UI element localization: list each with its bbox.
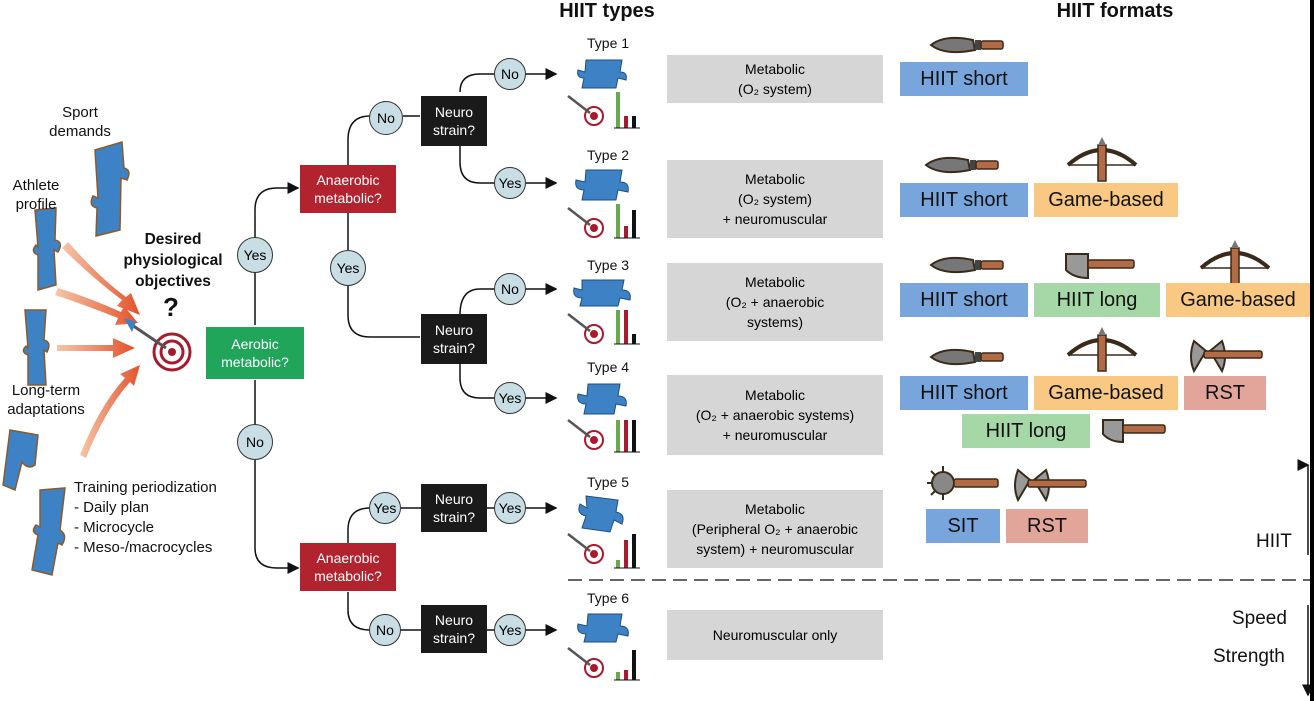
format-hiit-short: HIIT short — [900, 376, 1028, 410]
bar-chart-icon — [614, 534, 640, 569]
format-game-based: Game-based — [1034, 376, 1178, 410]
type-2-description: Metabolic (O₂ system) + neuromuscular — [667, 160, 883, 238]
arrow-icon — [55, 242, 140, 458]
bar-chart-icon — [614, 420, 640, 453]
yes-node: Yes — [494, 614, 526, 646]
puzzle-icon — [2, 141, 130, 576]
dart-target-icon — [567, 313, 604, 344]
periodization-item: - Microcycle — [74, 519, 155, 536]
anaerobic-decision-top: Anaerobic metabolic? — [300, 165, 396, 213]
dart-target-icon — [567, 207, 604, 238]
format-rst: RST — [1006, 509, 1088, 543]
format-hiit-short: HIIT short — [900, 62, 1028, 96]
dart-target-icon — [567, 647, 604, 678]
type-label: Type 6 — [587, 590, 630, 606]
knife-icon — [929, 36, 1004, 54]
bar-chart-icon — [614, 310, 640, 345]
dart-target-icon — [567, 95, 604, 126]
anaerobic-decision-bottom: Anaerobic metabolic? — [300, 543, 396, 591]
no-node: No — [369, 614, 401, 646]
periodization-item: - Daily plan — [74, 499, 150, 516]
double-axe-icon — [1014, 468, 1087, 503]
periodization-list: Training periodization - Daily plan - Mi… — [74, 478, 244, 558]
axis-strength-label: Strength — [1213, 646, 1285, 667]
format-hiit-long: HIIT long — [1034, 283, 1160, 317]
axe-icon — [1102, 419, 1166, 444]
no-node: No — [494, 273, 526, 305]
bar-chart-icon — [614, 92, 640, 129]
type-5-icons — [567, 495, 640, 569]
type-label: Type 5 — [587, 474, 630, 490]
puzzle-icon — [578, 495, 624, 533]
bar-chart-icon — [614, 650, 640, 681]
neuro-strain-3: Neuro strain? — [421, 484, 487, 532]
puzzle-icon — [573, 279, 631, 307]
no-node: No — [237, 424, 273, 460]
axis-speed-label: Speed — [1232, 608, 1287, 629]
type-3-description: Metabolic (O₂ + anaerobic systems) — [667, 263, 883, 341]
type-label: Type 3 — [587, 257, 630, 273]
neuro-strain-4: Neuro strain? — [421, 605, 487, 653]
sport-demands-label: Sport demands — [49, 104, 111, 140]
yes-node: Yes — [237, 237, 273, 273]
type-label: Type 1 — [587, 35, 630, 51]
periodization-title: Training periodization — [74, 479, 217, 496]
yes-node: Yes — [494, 382, 526, 414]
format-sit: SIT — [926, 509, 1000, 543]
type-4-description: Metabolic (O₂ + anaerobic systems) + neu… — [667, 375, 883, 455]
hiit-types-header: HIIT types — [559, 0, 655, 22]
puzzle-icon — [577, 613, 629, 643]
format-game-based: Game-based — [1034, 183, 1178, 217]
format-hiit-short: HIIT short — [900, 283, 1028, 317]
double-axe-icon — [1190, 339, 1263, 374]
knife-icon — [929, 348, 1004, 366]
dart-target-icon — [124, 318, 192, 372]
hiit-formats-header: HIIT formats — [1056, 0, 1174, 22]
crossbow-icon — [1066, 137, 1138, 182]
no-node: No — [369, 101, 403, 135]
knife-icon — [924, 156, 999, 174]
knife-icon — [929, 256, 1004, 274]
athlete-profile-label: Athlete profile — [12, 177, 60, 213]
question-mark: ? — [163, 292, 179, 322]
yes-node: Yes — [494, 492, 526, 524]
mace-icon — [927, 466, 999, 500]
type-4-icons — [567, 383, 640, 453]
format-hiit-long: HIIT long — [962, 414, 1090, 448]
type-2-icons — [567, 169, 640, 239]
puzzle-icon — [577, 59, 627, 89]
puzzle-icon — [577, 383, 627, 415]
neuro-strain-2: Neuro strain? — [421, 314, 487, 364]
neuro-strain-1: Neuro strain? — [421, 96, 487, 146]
puzzle-icon — [575, 169, 629, 201]
yes-node: Yes — [369, 492, 401, 524]
dart-target-icon — [567, 533, 604, 564]
axis-hiit-label: HIIT — [1256, 531, 1292, 552]
bar-chart-icon — [614, 204, 640, 239]
axe-icon — [1065, 253, 1135, 280]
type-1-description: Metabolic (O₂ system) — [667, 55, 883, 103]
aerobic-decision: Aerobic metabolic? — [206, 327, 304, 379]
type-5-description: Metabolic (Peripheral O₂ + anaerobic sys… — [667, 490, 883, 568]
yes-node: Yes — [494, 167, 526, 199]
type-label: Type 2 — [587, 147, 630, 163]
objectives-label: Desired physiological objectives — [123, 231, 223, 290]
format-game-based: Game-based — [1166, 283, 1310, 317]
long-term-adaptations-label: Long-term adaptations — [7, 382, 85, 418]
type-6-icons — [567, 613, 640, 681]
type-6-description: Neuromuscular only — [667, 610, 883, 660]
type-label: Type 4 — [587, 359, 630, 375]
format-hiit-short: HIIT short — [900, 183, 1028, 217]
crossbow-icon — [1066, 327, 1138, 372]
type-1-icons — [567, 59, 640, 129]
type-3-icons — [567, 279, 640, 345]
crossbow-icon — [1199, 240, 1271, 285]
periodization-item: - Meso-/macrocycles — [74, 539, 213, 556]
dart-target-icon — [567, 419, 604, 450]
format-rst: RST — [1184, 376, 1266, 410]
no-node: No — [494, 58, 526, 90]
yes-node: Yes — [330, 250, 366, 286]
